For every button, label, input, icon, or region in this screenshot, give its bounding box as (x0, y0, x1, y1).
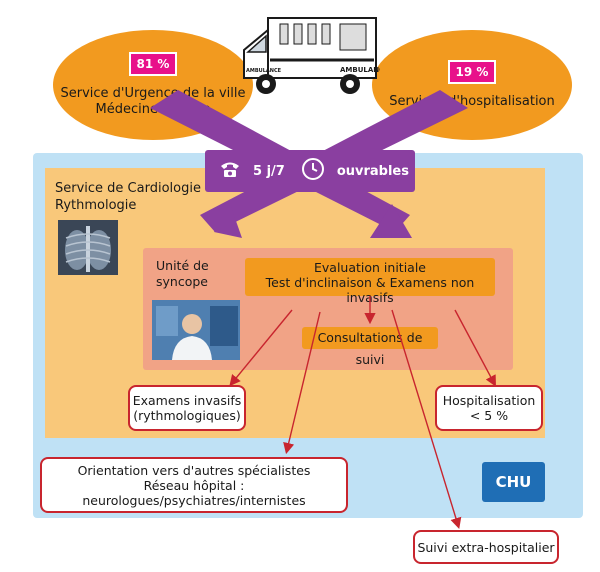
hospitalisation-box: Hospitalisation < 5 % (435, 385, 543, 431)
telephone-icon (219, 160, 241, 182)
hospitalisation-line2: < 5 % (469, 408, 509, 423)
xray-image (58, 220, 118, 275)
ambulance-side-label: AMBULANCE (340, 66, 380, 74)
invasive-exams-box: Examens invasifs (rythmologiques) (128, 385, 246, 431)
percent-badge-hospital: 19 % (447, 60, 497, 84)
ambulance-front-label: AMBULANCE (246, 68, 282, 74)
initial-evaluation-box: Evaluation initiale Test d'inclinaison &… (245, 258, 495, 305)
urgency-line1: Service d'Urgence de la ville (60, 86, 246, 101)
schedule-days: 5 j/7 (253, 163, 285, 179)
percent-badge-urgency: 81 % (128, 52, 178, 76)
external-follow-up-box: Suivi extra-hospitalier (413, 530, 559, 564)
syncope-unit-label: Unité de syncope (156, 258, 209, 290)
invasive-exams-line1: Examens invasifs (132, 393, 242, 408)
referral-line2: Réseau hôpital : neurologues/psychiatres… (82, 477, 306, 508)
invasive-exams-line2: (rythmologiques) (133, 408, 241, 423)
follow-up-box: Consultations de suivi (302, 327, 438, 367)
cardiology-line2: Rythmologie (55, 198, 137, 213)
schedule-hours: ouvrables (336, 163, 409, 179)
initial-eval-line1: Evaluation initiale (314, 260, 426, 275)
referral-line1: Orientation vers d'autres spécialistes (77, 462, 311, 478)
syncope-line2: syncope (156, 274, 208, 289)
doctor-photo (152, 300, 240, 360)
cardiology-line1: Service de Cardiologie (55, 181, 201, 196)
chu-badge: CHU (482, 462, 545, 502)
cardiology-label: Service de Cardiologie Rythmologie (55, 180, 201, 214)
hospitalisation-line1: Hospitalisation (442, 393, 536, 408)
clock-icon (301, 157, 325, 185)
schedule-bar: 5 j/7 ouvrables (205, 150, 415, 192)
syncope-line1: Unité de (156, 258, 209, 273)
referral-box: Orientation vers d'autres spécialistes R… (40, 457, 348, 513)
external-follow-up-label: Suivi extra-hospitalier (417, 539, 555, 555)
follow-up-label: Consultations de suivi (317, 330, 423, 367)
ambulance-icon: AMBULANCE AMBULANCE (240, 10, 389, 102)
